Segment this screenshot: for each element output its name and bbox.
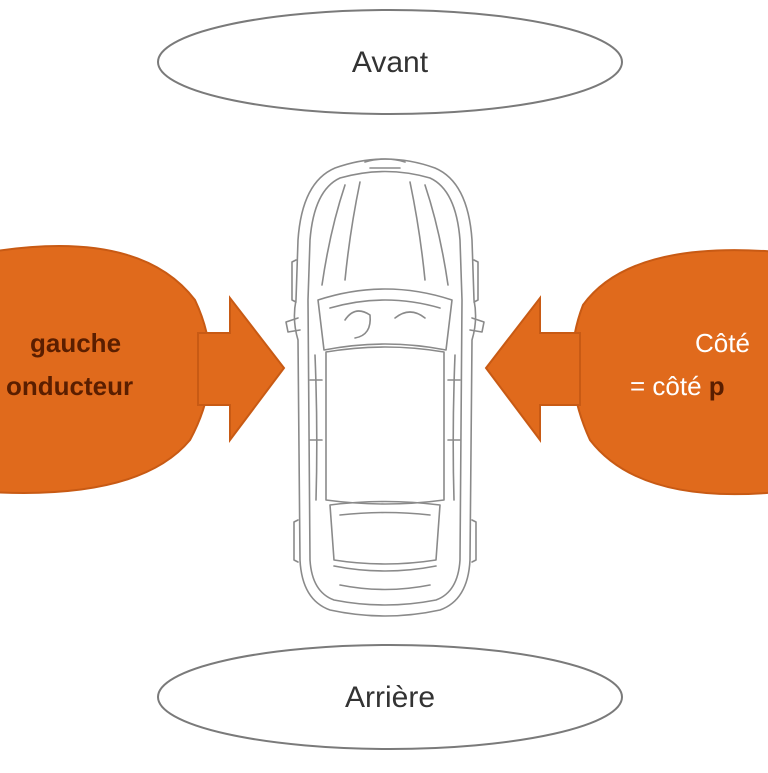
right-label-line2: = côté p [630, 371, 725, 401]
right-label-line2-prefix: = côté [630, 371, 709, 401]
rear-oval: Arrière [157, 644, 623, 750]
right-side-shape: Côté = côté p [571, 249, 768, 496]
front-label: Avant [352, 46, 429, 79]
left-side-shape: gauche onducteur [0, 245, 212, 494]
left-label-line2: onducteur [6, 371, 133, 401]
car-top-view-icon [285, 158, 485, 617]
left-label-line1: gauche [30, 328, 121, 358]
arrow-right-icon [197, 295, 286, 443]
front-oval: Avant [157, 9, 623, 115]
arrow-left-icon [484, 295, 581, 443]
right-label-line2-bold: p [709, 371, 725, 401]
right-label-line1: Côté [695, 328, 750, 358]
rear-label: Arrière [345, 681, 435, 714]
